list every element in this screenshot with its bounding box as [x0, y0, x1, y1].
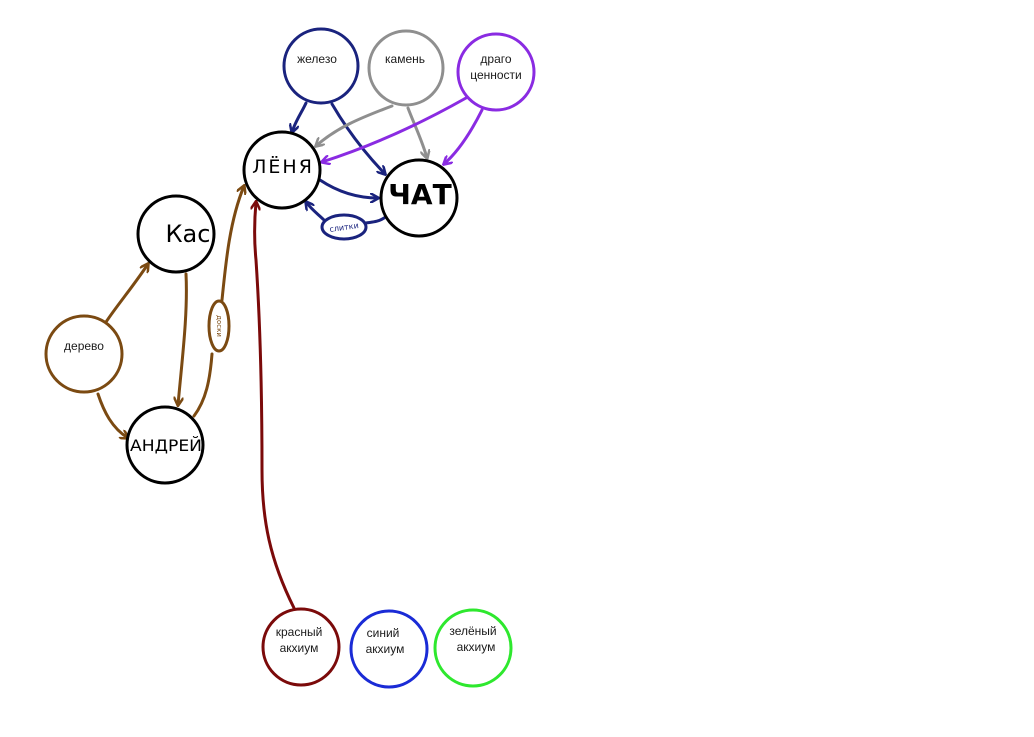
edge-label-ingots-text: слитки	[329, 221, 359, 234]
node-blue-akhium-label-line2: акхиум	[366, 642, 405, 656]
node-red-akhium-label-line1: красный	[276, 625, 323, 639]
node-iron: железо	[282, 27, 360, 105]
edges	[96, 96, 484, 610]
edge-red-akhium-to-lyonya	[255, 202, 296, 610]
edge-gems-to-chat	[444, 108, 484, 164]
node-andrey: АНДРЕЙ	[125, 405, 205, 485]
node-gems-label-line1: драго	[480, 52, 511, 66]
node-iron-label: железо	[297, 52, 337, 66]
node-kas-label: Кас	[166, 220, 211, 248]
edge-kas-to-andrey	[178, 272, 188, 405]
edge-stone-to-lyonya	[316, 104, 394, 146]
edge-wood-to-kas	[104, 264, 148, 324]
edge-boards-to-lyonya	[220, 186, 244, 302]
node-red-akhium-label-line2: акхиум	[280, 641, 319, 655]
node-andrey-label: АНДРЕЙ	[130, 436, 202, 455]
node-chat-label: ЧАТ	[388, 178, 451, 211]
edge-iron-to-chat	[330, 102, 385, 174]
node-gems: драго ценности	[456, 32, 536, 112]
node-wood-label: дерево	[64, 339, 104, 353]
edge-gems-to-lyonya	[322, 96, 468, 162]
edge-chat-to-ingots	[364, 216, 386, 225]
node-green-akhium: зелёный акхиум	[433, 608, 513, 688]
edge-stone-to-chat	[406, 106, 427, 158]
edge-andrey-to-boards	[192, 352, 214, 418]
edge-ingots-to-lyonya	[306, 202, 326, 222]
node-lyonya: ЛЁНЯ	[242, 130, 322, 210]
edge-iron-to-lyonya	[292, 101, 308, 132]
edge-label-boards-text: доски	[215, 315, 223, 337]
node-green-akhium-label-line1: зелёный	[449, 624, 496, 638]
node-stone-label: камень	[385, 52, 425, 66]
node-lyonya-label: ЛЁНЯ	[252, 155, 314, 178]
node-gems-label-line2: ценности	[470, 68, 522, 82]
node-kas: Кас	[136, 194, 216, 274]
edge-label-ingots: слитки	[320, 213, 368, 241]
node-blue-akhium: синий акхиум	[349, 609, 429, 689]
node-chat: ЧАТ	[379, 158, 459, 238]
node-red-akhium: красный акхиум	[261, 607, 341, 687]
edge-label-boards: доски	[207, 299, 231, 353]
node-green-akhium-label-line2: акхиум	[457, 640, 496, 654]
node-blue-akhium-label-line1: синий	[367, 626, 400, 640]
node-stone: камень	[367, 29, 445, 107]
node-wood: дерево	[44, 314, 124, 394]
edge-wood-to-andrey	[96, 392, 128, 438]
edge-lyonya-to-chat	[318, 178, 378, 198]
